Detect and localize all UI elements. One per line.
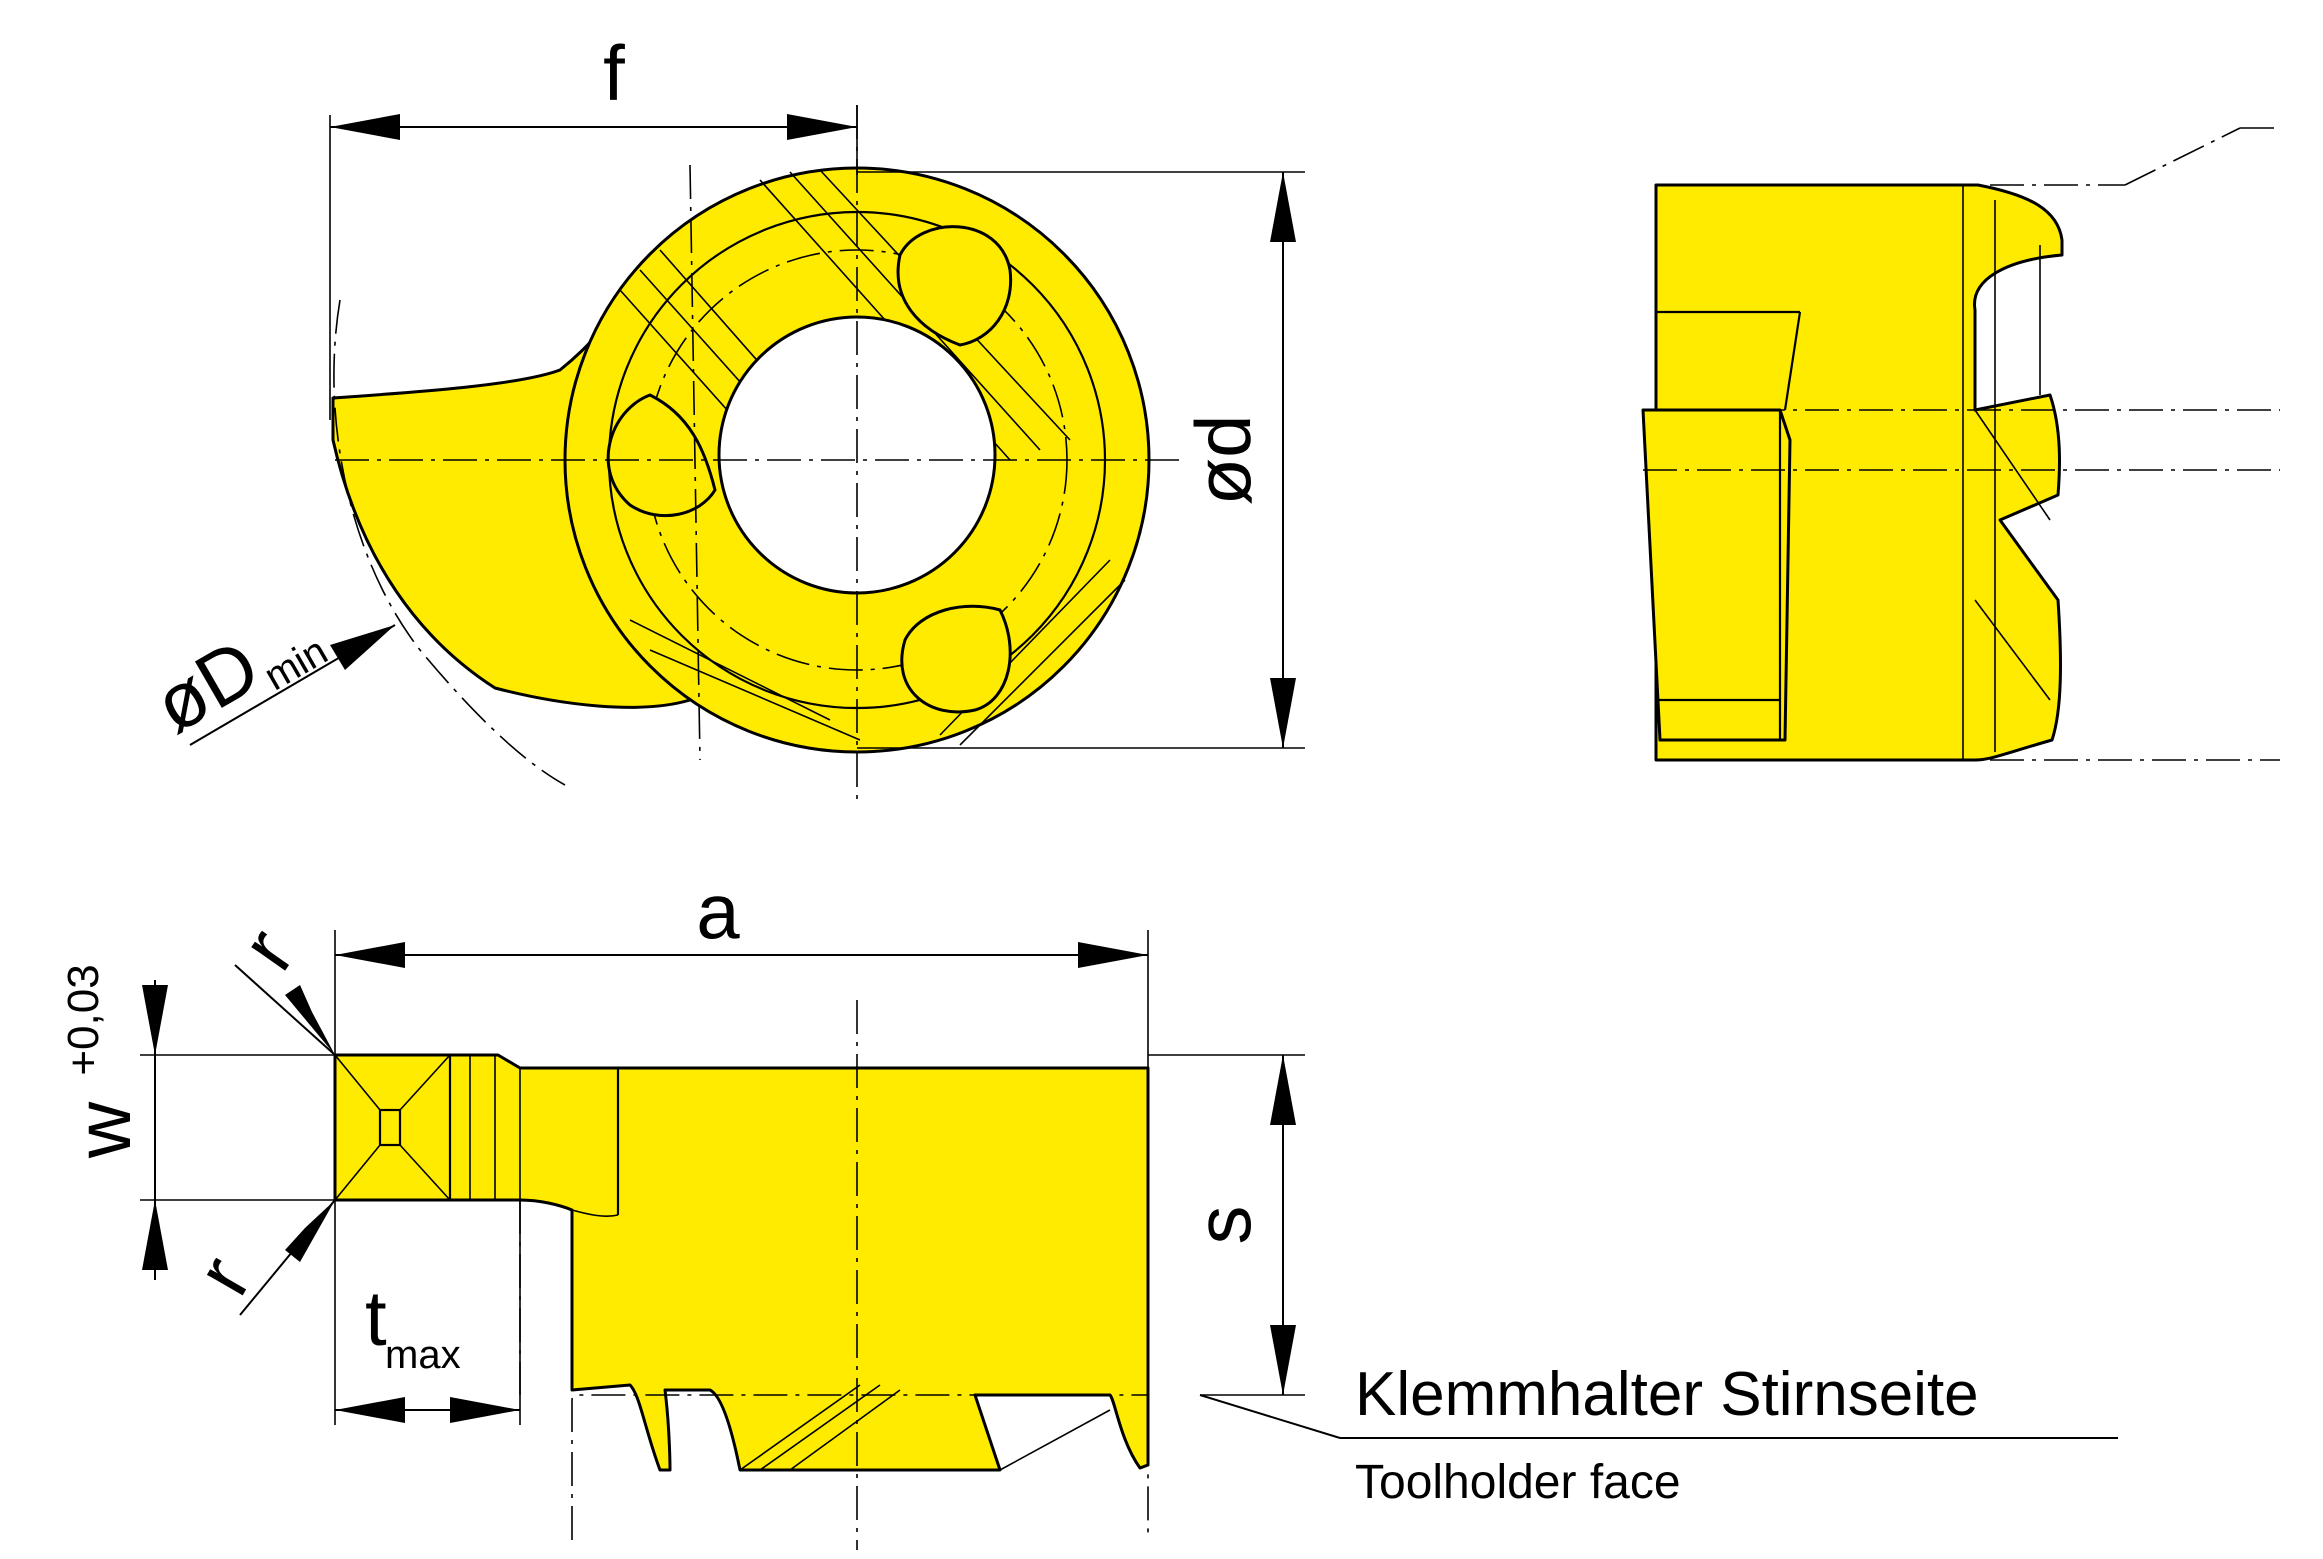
dimension-tmax: t max (334, 1200, 521, 1425)
label-tmax-sub: max (385, 1333, 461, 1377)
label-r-bottom: r (179, 1242, 268, 1309)
dimension-a: a (334, 867, 1149, 1068)
front-view-lobe-bottom (900, 604, 1012, 714)
dimension-s: s (1148, 1054, 1305, 1396)
dimension-r: r r (179, 913, 336, 1316)
front-view-dmin-arc (333, 299, 566, 786)
label-dmin: øD (140, 622, 274, 750)
dimension-w: w +0,03 (59, 964, 335, 1280)
dimension-f: f (329, 29, 858, 420)
top-view (333, 1000, 1150, 1550)
caption-english: Toolholder face (1355, 1456, 1681, 1509)
front-view (331, 105, 1180, 800)
label-dmin-sub: min (257, 629, 335, 699)
side-view-left-step (1641, 408, 1792, 742)
label-f: f (603, 29, 625, 117)
label-r-top: r (224, 913, 311, 985)
top-view-body (333, 1053, 1150, 1472)
caption-german: Klemmhalter Stirnseite (1355, 1360, 1979, 1429)
label-tmax: t (365, 1274, 387, 1362)
label-w-tolerance: +0,03 (59, 964, 108, 1075)
dimension-d: ød (857, 171, 1305, 749)
toolholder-outline (571, 1394, 1149, 1540)
toolholder-face-callout: Klemmhalter Stirnseite Toolholder face (1199, 1360, 2118, 1509)
side-view (1641, 127, 2280, 762)
label-s: s (1179, 1206, 1267, 1245)
dimension-dmin: øD min (140, 622, 396, 750)
front-view-center-diagonal (689, 164, 701, 761)
label-d: ød (1179, 414, 1267, 505)
label-w: w (59, 1101, 147, 1159)
top-view-cutting-tip (333, 1053, 452, 1202)
label-a: a (696, 867, 740, 955)
front-view-flute-lower (629, 559, 1126, 746)
front-view-lobe-top (896, 225, 1013, 347)
